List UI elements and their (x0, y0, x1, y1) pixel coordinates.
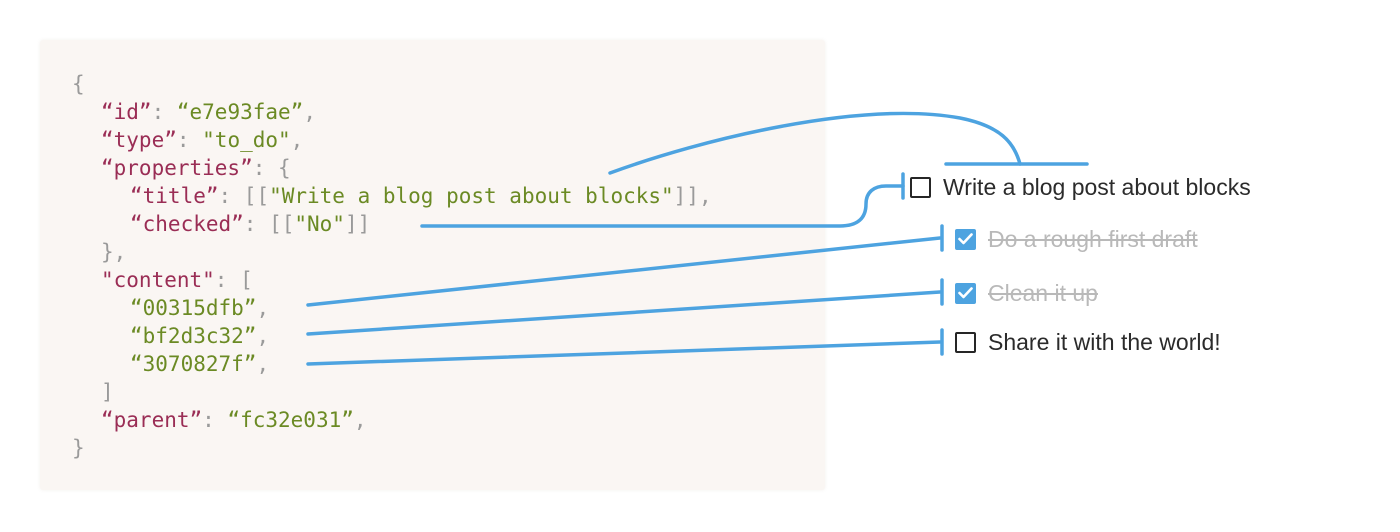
code-line-id: “id”: “e7e93fae”, (101, 98, 316, 126)
code-line-type: “type”: "to_do", (101, 126, 303, 154)
json-punctuation: , (256, 352, 270, 376)
json-string: “fc32e031” (227, 408, 354, 432)
json-punctuation: , (256, 324, 270, 348)
checkbox-checked-icon[interactable] (955, 228, 976, 250)
json-key: “checked” (130, 212, 244, 236)
json-punctuation: : [[ (218, 184, 270, 208)
code-line-properties-close: }, (101, 238, 126, 266)
code-line-content-id-3: “3070827f”, (130, 350, 269, 378)
json-punctuation: : (202, 408, 228, 432)
connector-child-3 (306, 340, 942, 366)
todo-item-parent: Write a blog post about blocks (910, 171, 1251, 203)
json-string: “3070827f” (130, 352, 257, 376)
json-punctuation: , (353, 408, 367, 432)
connector-child-1 (306, 236, 942, 307)
json-punctuation: ] (101, 380, 114, 404)
todo-item-child: Do a rough first draft (955, 223, 1198, 255)
json-punctuation: }, (101, 240, 127, 264)
todo-label: Do a rough first draft (988, 225, 1198, 252)
json-punctuation: ]] (344, 212, 371, 236)
json-punctuation: : [[ (243, 212, 295, 236)
json-key: “title” (130, 184, 219, 208)
todo-label: Clean it up (988, 279, 1098, 306)
json-punctuation: , (303, 100, 316, 124)
json-punctuation: } (72, 436, 85, 460)
json-punctuation: : { (252, 156, 291, 180)
json-key: “id” (101, 100, 152, 124)
checkbox-checked-icon[interactable] (955, 282, 976, 304)
json-punctuation: , (290, 128, 304, 152)
code-line-open-brace: { (72, 70, 85, 98)
json-string: “e7e93fae” (176, 100, 304, 124)
connector-title (608, 111, 1022, 175)
code-line-content: "content": [ (101, 266, 253, 294)
code-line-close-brace: } (72, 434, 85, 462)
json-punctuation: : (151, 100, 177, 124)
json-string: “00315dfb” (130, 296, 257, 320)
todo-item-child: Clean it up (955, 277, 1098, 309)
connector-checked (420, 184, 905, 228)
json-key: “parent” (101, 408, 203, 432)
json-key: “properties” (101, 156, 253, 180)
json-punctuation: { (72, 72, 85, 96)
code-line-parent: “parent”: “fc32e031”, (101, 406, 367, 434)
code-line-properties: “properties”: { (101, 154, 291, 182)
json-punctuation: ]], (673, 184, 712, 208)
json-key: "content" (101, 268, 215, 292)
checkbox-unchecked-icon[interactable] (955, 331, 976, 353)
todo-label: Write a blog post about blocks (943, 173, 1251, 200)
code-line-checked: “checked”: [["No"]] (130, 210, 370, 238)
code-line-title: “title”: [["Write a blog post about bloc… (130, 182, 712, 210)
json-string: "to_do" (202, 128, 291, 152)
json-punctuation: : (176, 128, 203, 152)
json-string: “bf2d3c32” (130, 324, 257, 348)
checkbox-unchecked-icon[interactable] (910, 176, 931, 198)
code-line-content-id-1: “00315dfb”, (130, 294, 269, 322)
todo-item-child: Share it with the world! (955, 326, 1221, 358)
todo-label: Share it with the world! (988, 328, 1221, 355)
json-string: "Write a blog post about blocks" (269, 184, 674, 208)
code-line-content-id-2: “bf2d3c32”, (130, 322, 269, 350)
code-line-content-close: ] (101, 378, 114, 406)
json-key: “type” (101, 128, 177, 152)
json-punctuation: : [ (214, 268, 253, 292)
json-punctuation: , (256, 296, 270, 320)
json-string: "No" (294, 212, 345, 236)
connector-child-2 (306, 290, 942, 336)
